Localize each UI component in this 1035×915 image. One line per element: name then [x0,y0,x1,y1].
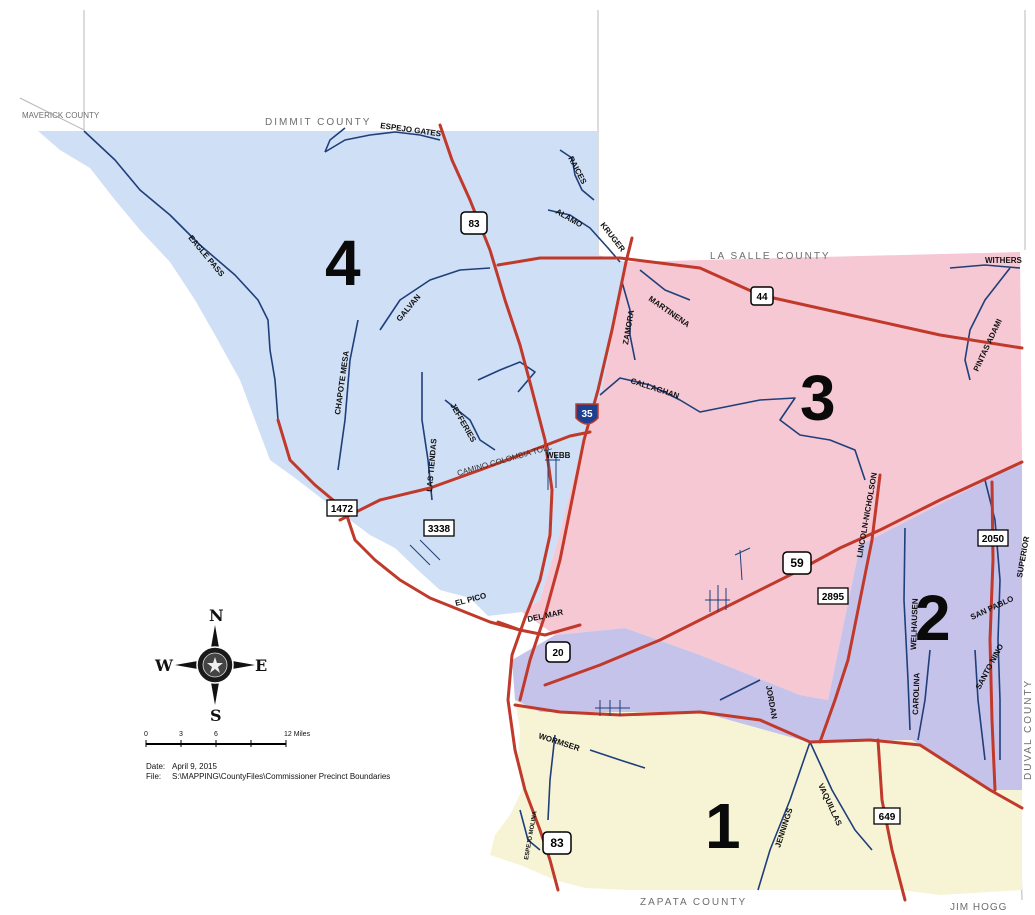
svg-text:1472: 1472 [331,504,354,515]
svg-text:W: W [154,656,174,675]
svg-text:2895: 2895 [822,592,845,603]
svg-text:649: 649 [879,812,896,823]
svg-text:E: E [255,656,267,675]
fm-3338-shield: 3338 [423,519,455,537]
us-44-shield: 44 [750,286,774,306]
svg-text:N: N [209,606,224,625]
svg-text:6: 6 [214,731,218,738]
subdivision-grids [409,450,751,716]
svg-text:0: 0 [144,731,148,738]
fm-1472-shield: 1472 [326,499,358,517]
precinct-4-label: 4 [325,227,361,299]
file-value: S:\MAPPING\CountyFiles\Commissioner Prec… [172,772,390,781]
svg-text:83: 83 [468,219,480,230]
us-83-north-shield: 83 [460,211,488,235]
i-35-shield: 35 [575,403,599,425]
road-label-withers: WITHERS [985,256,1023,265]
svg-text:S: S [210,706,222,725]
svg-text:12 Miles: 12 Miles [284,731,311,738]
precinct-1-label: 1 [705,790,741,862]
highway-shields: 83 44 35 1472 3338 59 2895 2050 [326,211,1009,855]
date-label: Date: [146,762,165,771]
precinct-3-label: 3 [800,362,836,434]
jim-hogg-county-label: JIM HOGG [950,902,1007,913]
maverick-county-label: MAVERICK COUNTY [22,111,100,120]
fm-20-shield: 20 [545,641,571,663]
svg-text:59: 59 [790,556,804,570]
precinct-4-area [38,131,626,616]
compass-rose-icon: N S W E [154,606,267,725]
precinct-1-area [490,700,1022,895]
road-label-kruger: KRUGER [598,221,627,254]
svg-text:44: 44 [756,292,768,303]
svg-text:3338: 3338 [428,524,451,535]
file-label: File: [146,772,161,781]
scale-bar: 0 3 6 12 Miles [144,731,311,747]
la-salle-county-label: LA SALLE COUNTY [710,251,831,262]
fm-2050-shield: 2050 [977,529,1009,547]
zapata-county-label: ZAPATA COUNTY [640,897,747,908]
local-roads [83,127,1021,891]
road-label-carolina: CAROLINA [911,672,921,715]
duval-county-label: DUVAL COUNTY [1023,679,1034,780]
fm-649-shield: 649 [873,807,901,825]
highways [276,123,1024,902]
us-59-shield: 59 [782,551,812,575]
road-label-webb: WEBB [546,451,571,460]
dimmit-county-label: DIMMIT COUNTY [265,117,371,128]
map-notes: Date: April 9, 2015 File: S:\MAPPING\Cou… [146,762,390,781]
svg-text:3: 3 [179,731,183,738]
county-labels: MAVERICK COUNTY DIMMIT COUNTY LA SALLE C… [22,111,1034,913]
svg-text:20: 20 [552,648,564,659]
precinct-3-area [522,252,1022,700]
svg-text:35: 35 [581,409,593,420]
precinct-numbers: 4 3 2 1 [325,227,951,862]
us-83-south-shield: 83 [542,831,572,855]
date-value: April 9, 2015 [172,762,217,771]
precinct-2-label: 2 [915,582,951,654]
road-label-welhausen: WELHAUSEN [909,598,920,650]
svg-text:2050: 2050 [982,534,1005,545]
svg-text:83: 83 [550,836,564,850]
precinct-2-area [512,462,1022,790]
fm-2895-shield: 2895 [817,587,849,605]
